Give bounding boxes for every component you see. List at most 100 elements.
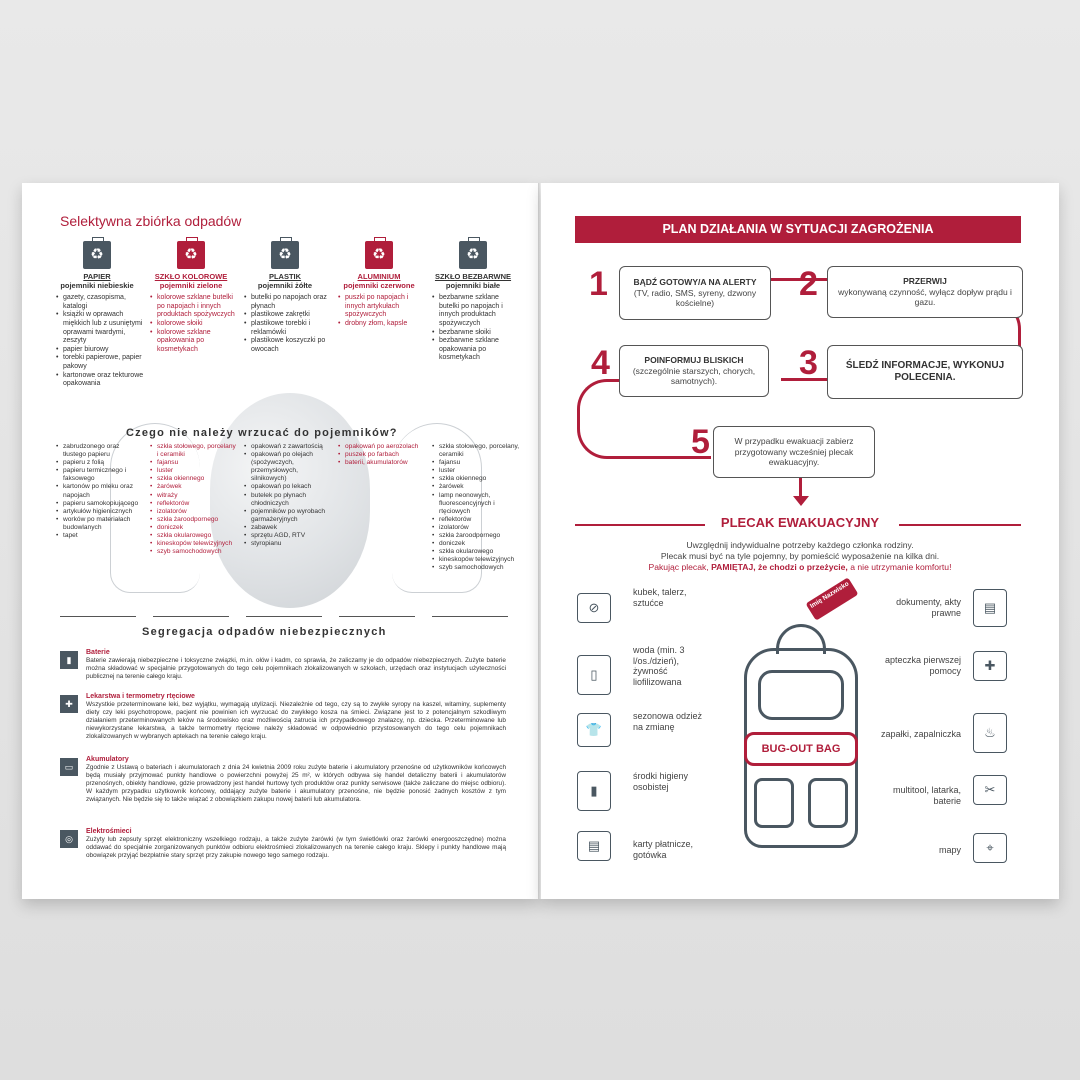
step-text: (TV, radio, SMS, syreny, dzwony kościeln… — [633, 287, 757, 309]
list-item: szkła stołowego, porcelany i ceramiki — [150, 443, 238, 459]
list-item: doniczek — [432, 540, 520, 548]
item-label: zapałki, zapalniczka — [880, 729, 961, 739]
item-label: mapy — [938, 845, 961, 855]
list-item: plastikowe koszyczki po owocach — [244, 337, 332, 354]
bag-label: BUG-OUT BAG — [744, 732, 858, 766]
item-label: karty płatnicze, gotówka — [633, 839, 694, 860]
multitool-icon: ✂ — [973, 775, 1007, 805]
hazard-text: Zużyty lub zepsuty sprzęt elektroniczny … — [86, 836, 506, 859]
step-title: ŚLEDŹ INFORMACJE, WYKONUJ POLECENIA. — [845, 360, 1005, 383]
list-item: luster — [150, 467, 238, 475]
hazard-accumulators: ▭ Akumulatory Zgodnie z Ustawą o bateria… — [60, 756, 506, 804]
bin-name: SZKŁO KOLOROWE — [154, 272, 228, 281]
list-item: butelki po napojach oraz płynach — [244, 294, 332, 311]
intro-line: Uwzględnij indywidualne potrzeby każdego… — [686, 540, 914, 550]
bin-sub: pojemniki czerwone — [343, 280, 415, 290]
first-aid-icon: ✚ — [973, 651, 1007, 681]
list-item: izolatorów — [432, 524, 520, 532]
list-item: opakowań po aerozolach — [338, 443, 426, 451]
intro-line: Pakując plecak, — [648, 562, 709, 572]
item-label: dokumenty, akty prawne — [896, 597, 961, 618]
list-item: zabawek — [244, 524, 332, 532]
list-item: opakowań po olejach (spożywczych, przemy… — [244, 451, 332, 483]
list-item: kolorowe słoiki — [150, 320, 238, 329]
bin-sub: pojemniki zielone — [159, 280, 223, 290]
list-item: lamp neonowych, fluorescencyjnych i rtęc… — [432, 492, 520, 516]
list-item: torebki papierowe, papier pakowy — [56, 354, 144, 371]
item-label: sezonowa odzież na zmianę — [633, 711, 703, 732]
step-text: (szczególnie starszych, chorych, samotny… — [632, 365, 756, 387]
list-item: szkła stołowego, porcelany, ceramiki — [432, 443, 520, 459]
item-label: woda (min. 3 l/os./dzień), żywność liofi… — [633, 645, 685, 687]
bin-aluminium: ♻ ALUMINIUM pojemniki czerwone puszki po… — [332, 237, 426, 389]
divider — [899, 524, 1021, 526]
step-5: W przypadku ewakuacji zabierz przygotowa… — [713, 426, 875, 478]
divider — [153, 616, 229, 617]
list-item: opakowań z zawartością — [244, 443, 332, 451]
list-item: sprzętu AGD, RTV — [244, 532, 332, 540]
flow-line — [626, 456, 711, 459]
book-spine — [538, 183, 541, 899]
intro-line: a nie utrzymanie komfortu! — [850, 562, 952, 572]
clothes-icon: 👕 — [577, 713, 611, 747]
step-number: 4 — [591, 344, 610, 382]
hazard-name: Lekarstwa i termometry rtęciowe — [86, 693, 195, 700]
intro-emphasis: PAMIĘTAJ, że chodzi o przeżycie, — [711, 562, 848, 572]
list-item: pojemników po wyrobach garmażeryjnych — [244, 508, 332, 524]
list-item: opakowań po lekach — [244, 483, 332, 491]
divider — [339, 616, 415, 617]
recycle-bin-icon: ♻ — [459, 237, 487, 269]
backpack-title: PLECAK EWAKUACYJNY — [720, 515, 880, 530]
accumulator-icon: ▭ — [60, 758, 78, 776]
bin-name: PAPIER — [83, 272, 111, 281]
list-item: szkła żaroodpornego — [150, 516, 238, 524]
step-2: PRZERWIJ wykonywaną czynność, wyłącz dop… — [827, 266, 1023, 318]
list-item: książki w oprawach miękkich lub z usunię… — [56, 311, 144, 345]
name-tag: Imię Nazwisko — [805, 577, 859, 621]
list-item: fajansu — [150, 459, 238, 467]
list-item: kartonowe oraz tekturowe opakowania — [56, 372, 144, 389]
list-item: reflektorów — [150, 500, 238, 508]
bin-name: SZKŁO BEZBARWNE — [434, 272, 512, 281]
list-item: szyb samochodowych — [432, 564, 520, 572]
bin-colored-glass: ♻ SZKŁO KOLOROWE pojemniki zielone kolor… — [144, 237, 238, 389]
list-item: gazety, czasopisma, katalogi — [56, 294, 144, 311]
list-item: reflektorów — [432, 516, 520, 524]
flow-line — [781, 378, 831, 381]
lighter-icon: ♨ — [973, 713, 1007, 753]
bin-paper: ♻ PAPIER pojemniki niebieskie gazety, cz… — [50, 237, 144, 389]
list-item: kineskopów telewizyjnych — [432, 556, 520, 564]
water-food-icon: ▯ — [577, 655, 611, 695]
list-item: butelek po płynach chłodniczych — [244, 492, 332, 508]
list-item: bezbarwne szklane butelki po napojach i … — [432, 294, 520, 328]
wallet-icon: ▤ — [577, 831, 611, 861]
list-item: plastikowe torebki i reklamówki — [244, 320, 332, 337]
recycle-bin-icon: ♻ — [177, 237, 205, 269]
list-item: doniczek — [150, 524, 238, 532]
right-page: PLAN DZIAŁANIA W SYTUACJI ZAGROŻENIA 1 B… — [541, 183, 1059, 899]
electronics-icon: ◎ — [60, 830, 78, 848]
dont-title: Czego nie należy wrzucać do pojemników? — [126, 427, 398, 439]
bin-plastic: ♻ PLASTIK pojemniki żółte butelki po nap… — [238, 237, 332, 389]
list-item: żarówek — [150, 483, 238, 491]
list-item: luster — [432, 467, 520, 475]
bin-name: PLASTIK — [268, 272, 302, 281]
list-item: kartonów po mleku oraz napojach — [56, 483, 144, 499]
hazard-text: Baterie zawierają niebezpieczne i toksyc… — [86, 657, 506, 680]
backpack-illustration: BUG-OUT BAG — [736, 618, 866, 853]
list-item: papieru samokopiującego — [56, 500, 144, 508]
map-icon: ⌖ — [973, 833, 1007, 863]
step-number: 2 — [799, 265, 818, 303]
hygiene-icon: ▮ — [577, 771, 611, 811]
list-item: drobny złom, kapsle — [338, 320, 426, 329]
dishes-icon: ⊘ — [577, 593, 611, 623]
flow-line — [799, 478, 802, 500]
list-item: puszki po napojach i innych artykułach s… — [338, 294, 426, 320]
list-item: kolorowe szklane opakowania po kosmetyka… — [150, 329, 238, 355]
hazard-medicines: ✚ Lekarstwa i termometry rtęciowe Wszyst… — [60, 693, 506, 741]
intro-line: Plecak musi być na tyle pojemny, by pomi… — [660, 551, 940, 561]
bin-sub: pojemniki niebieskie — [60, 280, 134, 290]
list-item: plastikowe zakrętki — [244, 311, 332, 320]
list-item: szkła okiennego — [150, 475, 238, 483]
list-item: fajansu — [432, 459, 520, 467]
